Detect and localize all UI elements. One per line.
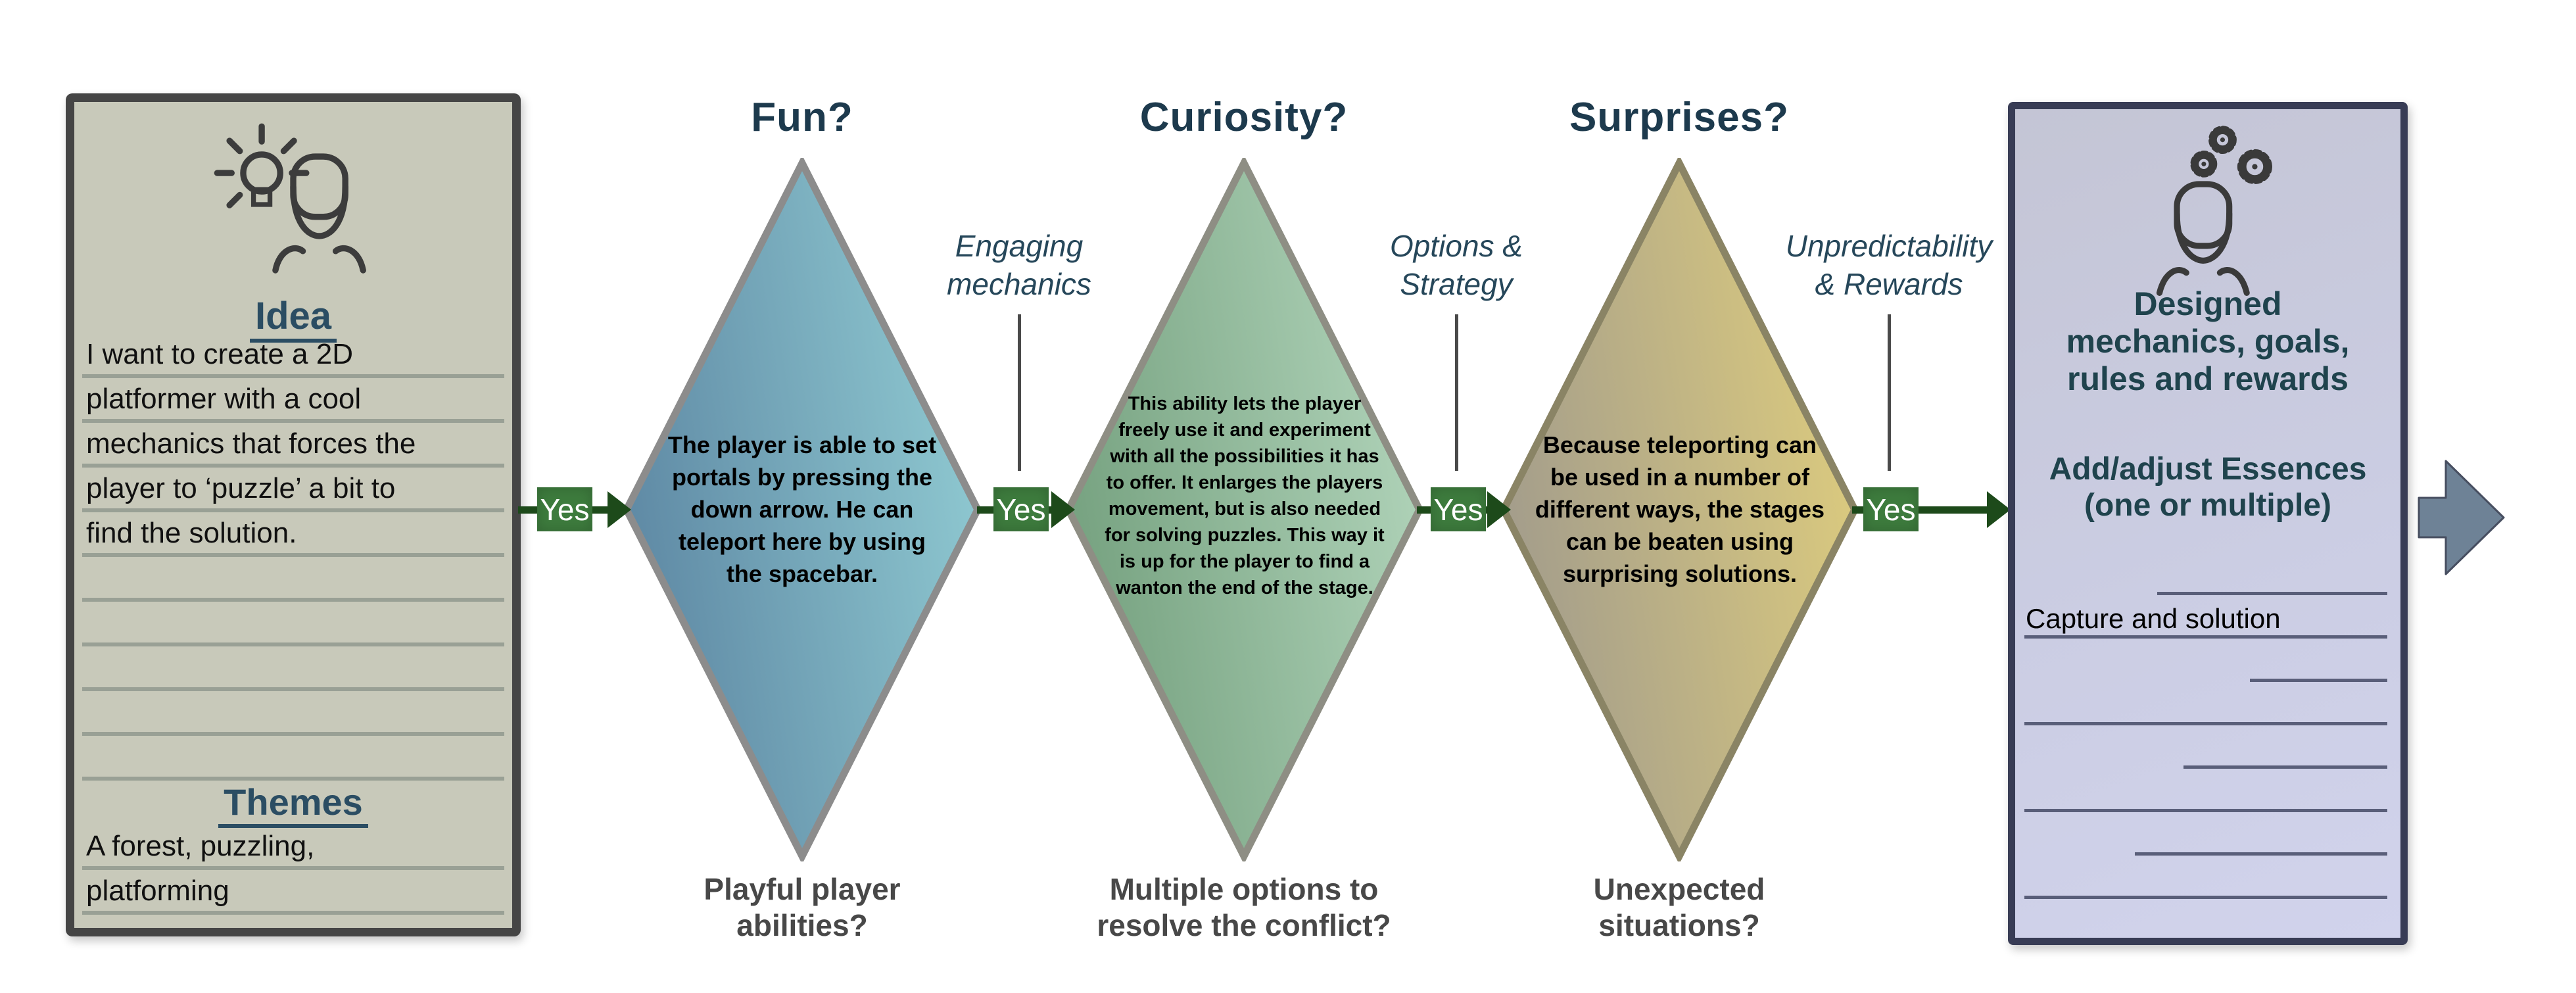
flow-arrowhead-icon <box>1051 491 1075 528</box>
note-line <box>82 691 504 736</box>
flow-arrow-line <box>1049 506 1053 514</box>
fun-diamond <box>622 158 982 861</box>
note-line: platforming <box>82 870 504 915</box>
result-ruled-lines: Capture and solution <box>2020 552 2391 899</box>
themes-lines: A forest, puzzling, platforming <box>82 825 504 915</box>
yes-badge-1: Yes <box>537 487 592 531</box>
label-drop-line <box>1018 314 1021 471</box>
flow-arrow-line <box>518 506 537 514</box>
capture-line: Capture and solution <box>2020 595 2391 639</box>
flow-arrowhead-icon <box>1987 491 2011 528</box>
ruled-line <box>2020 856 2391 899</box>
note-line <box>82 736 504 781</box>
curiosity-bottom-label: Multiple options to resolve the conflict… <box>1097 872 1391 942</box>
flow-arrow-line <box>592 506 608 514</box>
curiosity-diamond-text: This ability lets the player freely use … <box>1105 393 1385 598</box>
yes-badge-4: Yes <box>1863 487 1919 531</box>
flow-arrow-line <box>1852 506 1863 514</box>
capture-and-solution-label: Capture and solution <box>2026 603 2281 634</box>
label-unpredictability-rewards: Unpredictability & Rewards <box>1785 229 1993 301</box>
note-line: player to ‘puzzle’ a bit to <box>82 468 504 512</box>
label-options-strategy: Options & Strategy <box>1390 229 1523 301</box>
idea-heading: Idea <box>74 294 512 343</box>
note-line: A forest, puzzling, <box>82 825 504 870</box>
curiosity-diamond <box>1064 158 1424 861</box>
fun-diamond-text: The player is able to set portals by pre… <box>667 431 937 587</box>
next-step-arrow-icon <box>2418 460 2505 575</box>
ruled-line <box>2020 812 2391 856</box>
idea-lightbulb-person-icon <box>214 123 366 274</box>
label-drop-line <box>1455 314 1458 471</box>
themes-heading: Themes <box>74 781 512 828</box>
idea-note-lines: I want to create a 2D platformer with a … <box>82 333 504 781</box>
essences-subheading: Add/adjust Essences (one or multiple) <box>2049 452 2367 523</box>
flow-arrow-line <box>977 506 993 514</box>
flow-arrow-line <box>1919 506 1988 514</box>
flow-arrowhead-icon <box>608 491 631 528</box>
note-line <box>82 557 504 602</box>
note-line <box>82 602 504 646</box>
note-line: I want to create a 2D <box>82 333 504 378</box>
note-line: platformer with a cool <box>82 378 504 423</box>
note-line <box>82 646 504 691</box>
flow-arrow-line <box>1417 506 1431 514</box>
yes-badge-3: Yes <box>1431 487 1486 531</box>
note-line: mechanics that forces the <box>82 423 504 468</box>
fun-bottom-label: Playful player abilities? <box>704 872 901 942</box>
idea-panel: Idea I want to create a 2D platformer wi… <box>66 93 521 936</box>
result-heading: Designed mechanics, goals, rules and rew… <box>2066 285 2350 397</box>
designer-person-gears-icon <box>2156 126 2272 296</box>
label-engaging-mechanics: Engaging mechanics <box>947 229 1091 301</box>
note-line: find the solution. <box>82 512 504 557</box>
surprises-diamond-text: Because teleporting can be used in a num… <box>1535 431 1825 587</box>
ruled-line <box>2020 725 2391 769</box>
ruled-line <box>2020 639 2391 682</box>
flow-arrowhead-icon <box>1487 491 1511 528</box>
question-fun: Fun? <box>751 95 853 140</box>
question-curiosity: Curiosity? <box>1139 95 1348 140</box>
surprises-diamond <box>1499 158 1859 861</box>
question-surprises: Surprises? <box>1569 95 1789 140</box>
ruled-line <box>2020 552 2391 595</box>
label-drop-line <box>1888 314 1891 471</box>
ruled-line <box>2020 682 2391 725</box>
result-panel: Designed mechanics, goals, rules and rew… <box>2008 102 2408 945</box>
surprises-bottom-label: Unexpected situations? <box>1593 872 1765 942</box>
ruled-line <box>2020 769 2391 812</box>
yes-badge-2: Yes <box>993 487 1049 531</box>
